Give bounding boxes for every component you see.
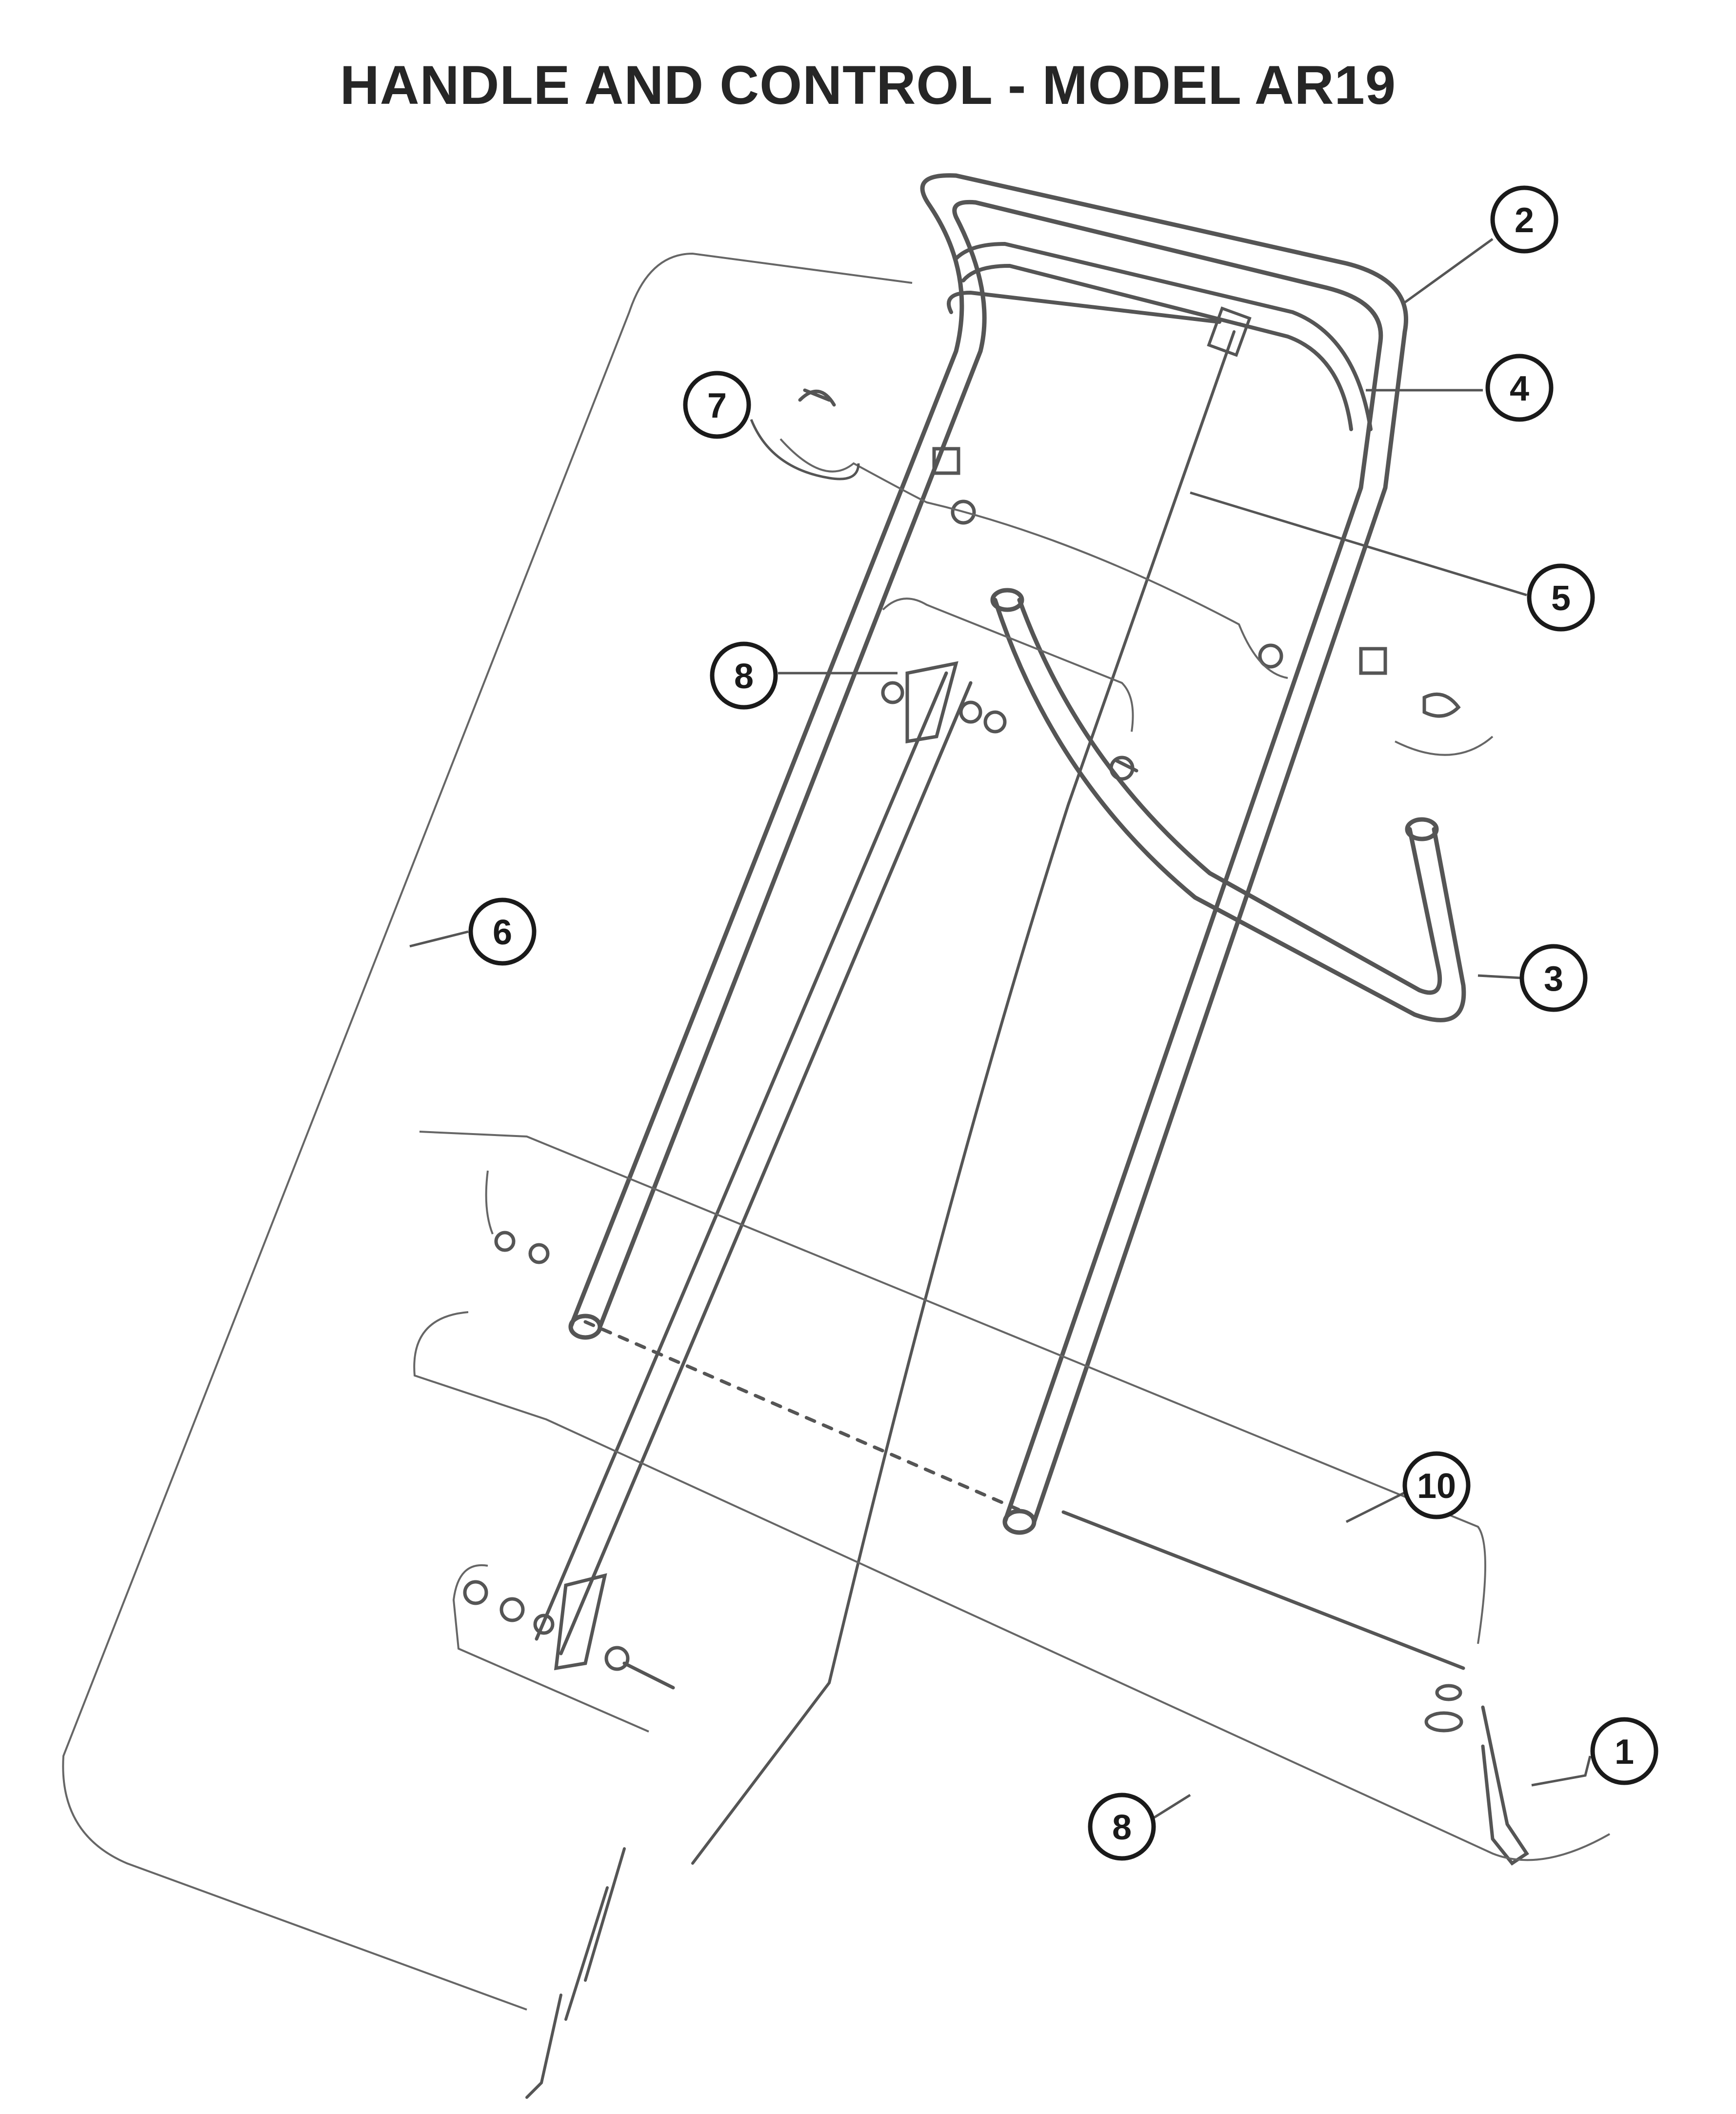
callout-10-label: 10 [1417,1467,1456,1506]
page-title: HANDLE AND CONTROL - MODEL AR19 [339,55,1397,116]
callout-5-label: 5 [1551,579,1571,618]
callout-1-label: 1 [1615,1733,1634,1772]
callout-8a-label: 8 [734,657,754,696]
callout-8b-label: 8 [1112,1808,1132,1847]
upper-handle [568,173,1408,1535]
callout-3-label: 3 [1544,959,1563,998]
callout-7: 7 [683,371,860,480]
callout-4: 4 [1366,354,1554,422]
callout-7-label: 7 [707,386,727,425]
hardware-parts [463,388,1529,1866]
callout-6: 6 [409,897,537,966]
callout-10: 10 [1345,1451,1471,1523]
grouping-leaders [62,252,1610,2011]
callout-2-label: 2 [1515,201,1534,240]
callout-1: 1 [1531,1717,1658,1787]
lower-loop [990,588,1466,1022]
control-cable [525,306,1252,2099]
callout-8b: 8 [1088,1793,1191,1861]
callout-6-label: 6 [493,913,512,952]
callout-8a: 8 [710,641,898,710]
control-bail [947,241,1373,431]
callout-4-label: 4 [1510,369,1529,408]
callout-3: 3 [1477,944,1588,1012]
callout-5: 5 [1190,491,1595,632]
callout-2: 2 [1404,185,1558,304]
